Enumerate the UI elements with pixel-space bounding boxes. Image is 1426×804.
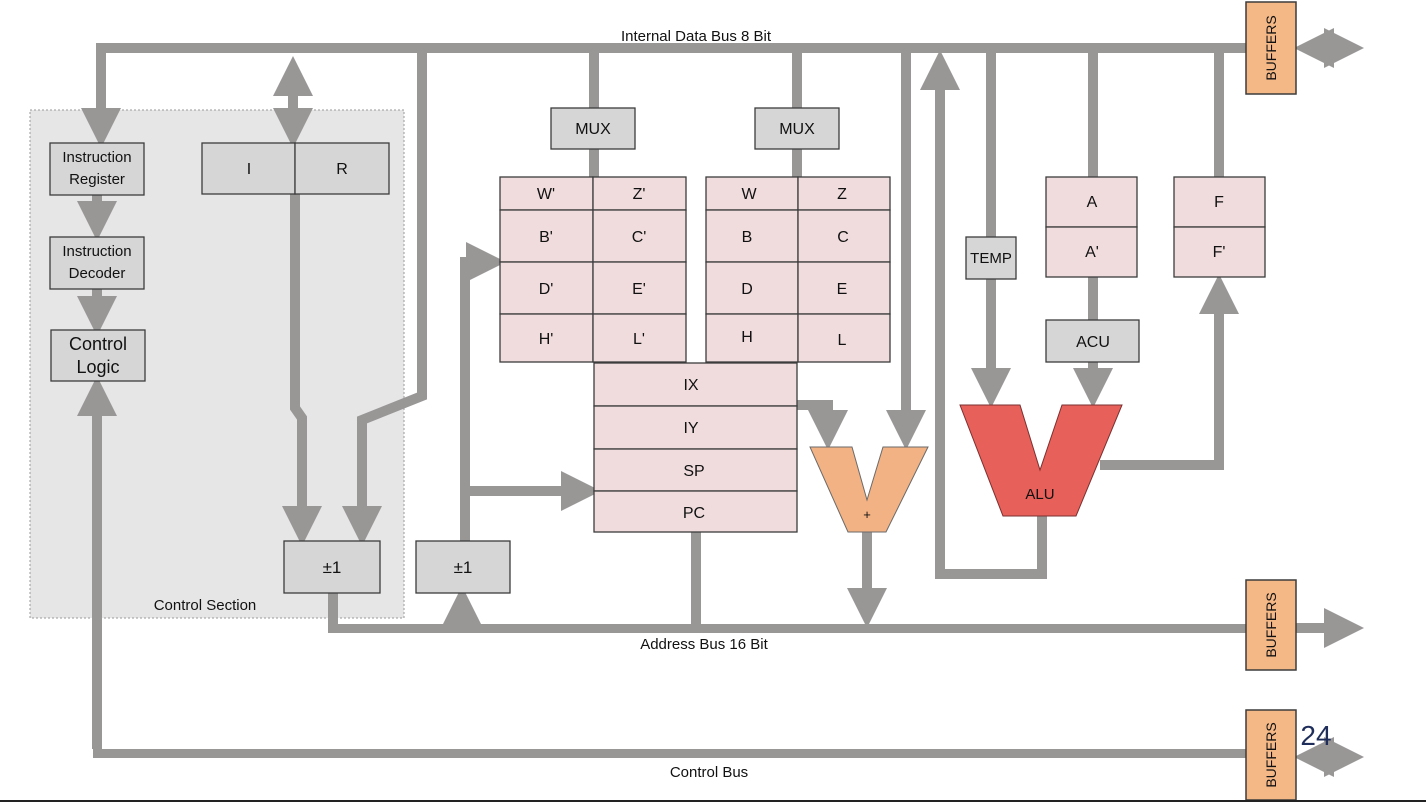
instruction-register-label-2: Register (69, 171, 125, 188)
mux-main: MUX (754, 107, 840, 150)
address-bus-buffers: BUFFERS (1245, 579, 1297, 671)
page-number: 24 (1300, 720, 1331, 751)
i-register-label: I (247, 161, 251, 178)
reg-h: H (741, 329, 753, 346)
reg-c: C (837, 229, 849, 246)
reg-z: Z (837, 186, 847, 203)
acu-box: ACU (1045, 319, 1140, 363)
reg-a: A (1087, 194, 1098, 211)
alu-label: ALU (1025, 486, 1054, 503)
alu: ALU (959, 404, 1123, 517)
r-register-label: R (336, 161, 348, 178)
reg-d: D (741, 281, 753, 298)
instruction-register: Instruction Register (49, 142, 145, 196)
mux-alt-label: MUX (575, 121, 611, 138)
data-bus-label: Internal Data Bus 8 Bit (621, 28, 772, 45)
data-buffers-label: BUFFERS (1263, 15, 1279, 80)
reg-f: F (1214, 194, 1224, 211)
reg-e-alt: E' (632, 281, 646, 298)
acu-label: ACU (1076, 334, 1110, 351)
reg-iy: IY (683, 420, 698, 437)
inc-dec-2-label: ±1 (454, 558, 473, 577)
bottom-border (0, 800, 1426, 802)
internal-data-bus (96, 43, 1246, 53)
address-bus-label: Address Bus 16 Bit (640, 636, 768, 653)
address-adder: + (809, 446, 929, 533)
reg-l-alt: L' (633, 331, 645, 348)
control-logic: Control Logic (50, 329, 146, 382)
instruction-decoder: Instruction Decoder (49, 236, 145, 290)
reg-ix: IX (683, 377, 698, 394)
alternate-register-bank: W' Z' B' C' D' E' H' L' (499, 176, 687, 363)
instruction-decoder-label-2: Decoder (69, 265, 126, 282)
instruction-register-label-1: Instruction (62, 149, 131, 166)
adder-label: + (863, 507, 871, 522)
reg-e: E (837, 281, 848, 298)
interrupt-refresh-registers: I R (201, 142, 390, 195)
reg-h-alt: H' (539, 331, 554, 348)
accumulator-registers: A A' (1045, 176, 1138, 278)
reg-f-alt: F' (1213, 244, 1226, 261)
reg-pc: PC (683, 505, 705, 522)
mux-alt: MUX (550, 107, 636, 150)
reg-w: W (741, 186, 757, 203)
temp-label: TEMP (970, 250, 1012, 267)
control-logic-label-2: Logic (76, 357, 119, 377)
reg-c-alt: C' (632, 229, 647, 246)
increment-decrement-1: ±1 (283, 540, 381, 594)
reg-l: L (838, 332, 847, 349)
reg-a-alt: A' (1085, 244, 1099, 261)
reg-b: B (742, 229, 753, 246)
data-bus-buffers: BUFFERS (1245, 1, 1297, 95)
increment-decrement-2: ±1 (415, 540, 511, 594)
reg-z-alt: Z' (633, 186, 646, 203)
reg-d-alt: D' (539, 281, 554, 298)
control-logic-label-1: Control (69, 334, 127, 354)
temp-register: TEMP (965, 236, 1017, 280)
control-bus-buffers: BUFFERS (1245, 709, 1297, 801)
main-register-bank: W Z B C D E H L (705, 176, 891, 363)
control-bus (93, 749, 1246, 758)
reg-b-alt: B' (539, 229, 553, 246)
control-buffers-label: BUFFERS (1263, 722, 1279, 787)
address-buffers-label: BUFFERS (1263, 592, 1279, 657)
reg-sp: SP (683, 463, 704, 480)
bus-connections (77, 28, 1364, 777)
control-bus-label: Control Bus (670, 764, 748, 781)
instruction-decoder-label-1: Instruction (62, 243, 131, 260)
flag-registers: F F' (1173, 176, 1266, 278)
index-registers: IX IY SP PC (593, 362, 798, 533)
reg-w-alt: W' (537, 186, 555, 203)
mux-main-label: MUX (779, 121, 815, 138)
inc-dec-1-label: ±1 (323, 558, 342, 577)
address-bus (328, 624, 1246, 633)
control-section-label: Control Section (154, 597, 257, 614)
